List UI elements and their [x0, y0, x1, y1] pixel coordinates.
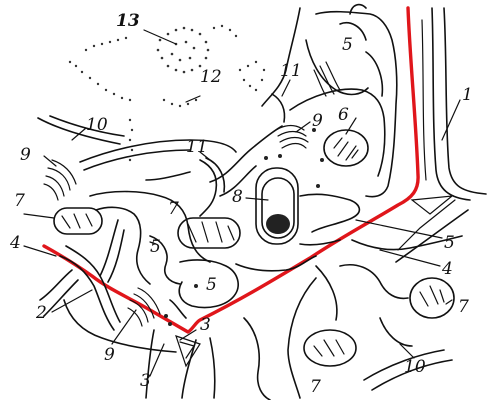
label-3-top: 3: [200, 315, 211, 335]
label-2: 2: [35, 303, 47, 323]
label-8: 8: [232, 187, 243, 207]
basement-membrane-red: [42, 6, 420, 334]
mitochondrion-7-left: [53, 207, 103, 235]
dotted-fibrils-12: [68, 36, 266, 162]
dotted-cluster-13: [156, 24, 238, 74]
golgi-apparatus-left: [43, 159, 77, 201]
mitochondrion-7-right: [409, 277, 455, 319]
label-9-bottom: 9: [104, 345, 115, 365]
label-11-left: 11: [186, 137, 208, 157]
mitochondrion-7-center: [177, 217, 241, 249]
label-9-left: 9: [20, 145, 31, 165]
label-7-center: 7: [168, 199, 179, 219]
endoplasmic-reticulum: [37, 93, 453, 391]
mitochondrion-6: [323, 129, 369, 167]
label-7-right: 7: [458, 297, 469, 317]
golgi-apparatus-bottom: [127, 287, 172, 327]
label-5-left: 5: [150, 237, 161, 257]
label-9-top: 9: [312, 111, 323, 131]
label-7-left: 7: [14, 191, 25, 211]
label-10-bottom: 10: [404, 357, 426, 377]
label-11-top: 11: [280, 61, 302, 81]
label-7-bottom: 7: [310, 377, 321, 397]
label-5-top: 5: [342, 35, 353, 55]
label-1: 1: [462, 85, 473, 105]
collagen-wedge: [175, 195, 454, 368]
figure-labels: 1 2 3 3 4 4 5 5 5 5 6 7 7 7 7 8 9 9 9 10…: [9, 11, 473, 397]
leader-lines: [23, 29, 461, 377]
label-6: 6: [338, 105, 349, 125]
label-10-left: 10: [86, 115, 108, 135]
label-13: 13: [116, 11, 140, 31]
central-cell-membranes: [59, 125, 361, 331]
label-4-left: 4: [9, 233, 21, 253]
mitochondrion-7-bottom: [303, 329, 357, 367]
label-5-right: 5: [444, 233, 455, 253]
golgi-apparatus-top: [275, 124, 309, 149]
label-12: 12: [200, 67, 222, 87]
upper-right-cell: [261, 3, 398, 198]
outer-membrane-right: [395, 7, 487, 263]
label-3-bottom: 3: [140, 371, 151, 391]
lower-right-membranes: [39, 235, 463, 400]
label-4-right: 4: [441, 259, 453, 279]
label-5-center: 5: [206, 275, 217, 295]
inclusion-body-8: [255, 167, 299, 245]
